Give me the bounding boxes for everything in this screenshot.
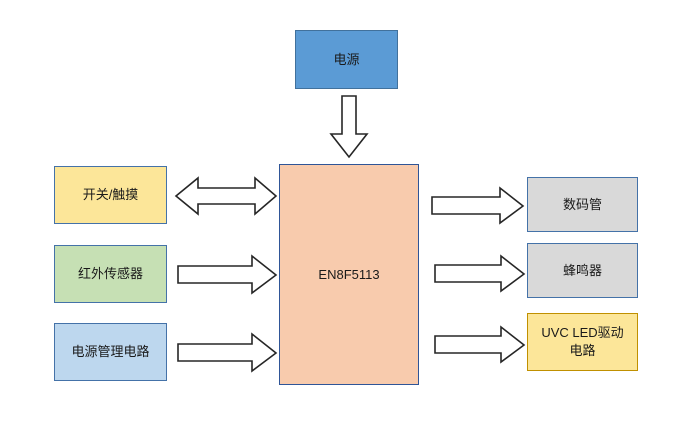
block-power-supply[interactable]: 电源	[295, 30, 398, 89]
block-seven-segment-display-label: 数码管	[562, 196, 602, 212]
block-buzzer-label: 蜂鸣器	[562, 262, 602, 278]
arrow-mcu-to-seven-segment-display-icon	[431, 186, 525, 225]
block-uvc-led-driver[interactable]: UVC LED驱动 电路	[527, 313, 638, 371]
arrow-infrared-sensor-to-mcu-icon	[177, 254, 278, 295]
arrow-power-management-to-mcu-icon	[177, 332, 278, 373]
block-switch-touch-label: 开关/触摸	[82, 187, 139, 203]
block-switch-touch[interactable]: 开关/触摸	[54, 166, 167, 224]
block-buzzer[interactable]: 蜂鸣器	[527, 243, 638, 298]
block-mcu-en8f5113[interactable]: EN8F5113	[279, 164, 419, 385]
block-power-management-circuit-label: 电源管理电路	[71, 344, 150, 360]
block-infrared-sensor[interactable]: 红外传感器	[54, 245, 167, 303]
arrow-power-to-mcu-down-icon	[329, 95, 369, 159]
block-infrared-sensor-label: 红外传感器	[77, 266, 143, 282]
block-power-supply-label: 电源	[333, 51, 360, 67]
block-power-management-circuit[interactable]: 电源管理电路	[54, 323, 167, 381]
block-uvc-led-driver-label: UVC LED驱动 电路	[541, 325, 624, 358]
arrow-mcu-to-buzzer-icon	[434, 254, 526, 293]
block-mcu-en8f5113-label: EN8F5113	[318, 266, 380, 282]
block-seven-segment-display[interactable]: 数码管	[527, 177, 638, 232]
arrow-mcu-to-uvc-led-driver-icon	[434, 325, 526, 364]
arrow-switch-touch-to-mcu-bidirectional-icon	[174, 176, 278, 216]
